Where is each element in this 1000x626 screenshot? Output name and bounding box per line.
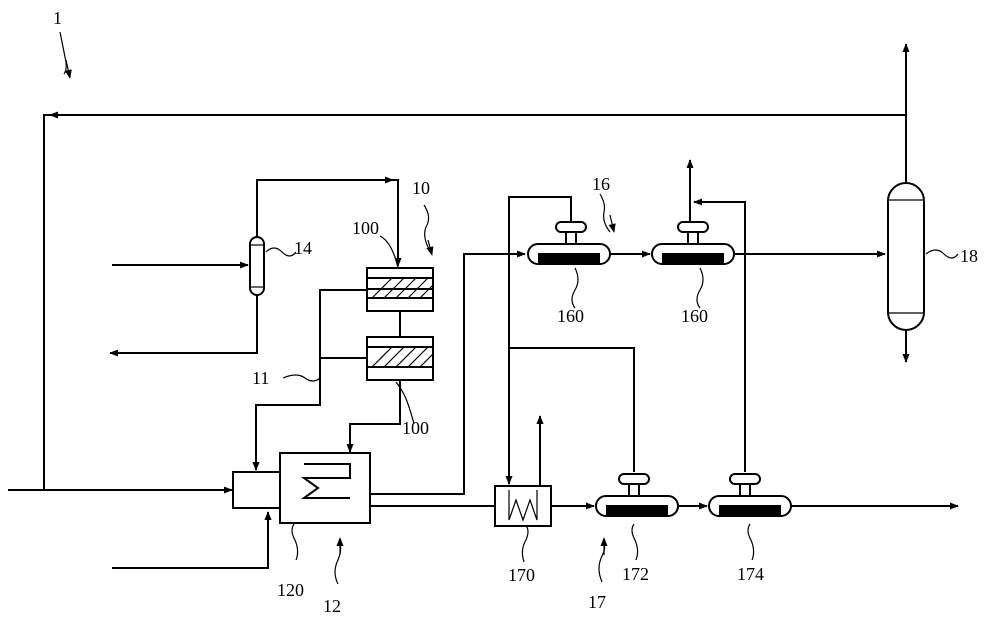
label-group-17: 17 bbox=[588, 592, 606, 612]
label-reactor-bottom: 100 bbox=[402, 418, 429, 438]
reactor-top bbox=[366, 267, 434, 312]
drum-160-a bbox=[527, 221, 611, 265]
recycle-line bbox=[43, 111, 906, 490]
label-column-18: 18 bbox=[960, 246, 978, 266]
bottom-feed-line bbox=[112, 511, 272, 569]
furnace-outlet-line bbox=[370, 250, 526, 507]
reactor-inlet-line bbox=[256, 176, 402, 267]
column-18 bbox=[887, 182, 925, 331]
label-reactor-top: 100 bbox=[352, 218, 379, 238]
drum-160-b bbox=[651, 221, 735, 265]
reactor-outlet-line bbox=[346, 380, 401, 453]
separator-14 bbox=[249, 236, 265, 296]
label-line-11: 11 bbox=[252, 368, 269, 388]
drum-172 bbox=[595, 473, 679, 517]
label-mixer-120: 120 bbox=[277, 580, 304, 600]
label-group-16: 16 bbox=[592, 174, 610, 194]
label-drum-174: 174 bbox=[737, 564, 764, 584]
label-furnace-12: 12 bbox=[323, 596, 341, 616]
label-drum-172: 172 bbox=[622, 564, 649, 584]
label-separator: 14 bbox=[294, 238, 312, 258]
line-11 bbox=[252, 289, 367, 471]
label-drum-160-b: 160 bbox=[681, 306, 708, 326]
drum-174 bbox=[708, 473, 792, 517]
label-drum-160-a: 160 bbox=[557, 306, 584, 326]
label-system: 1 bbox=[53, 8, 62, 28]
label-exchanger-170: 170 bbox=[508, 565, 535, 585]
furnace bbox=[279, 452, 371, 524]
exchanger-170 bbox=[494, 485, 552, 527]
label-reactor-unit: 10 bbox=[412, 178, 430, 198]
mixer-box bbox=[232, 471, 281, 509]
reactor-bottom bbox=[366, 336, 434, 381]
